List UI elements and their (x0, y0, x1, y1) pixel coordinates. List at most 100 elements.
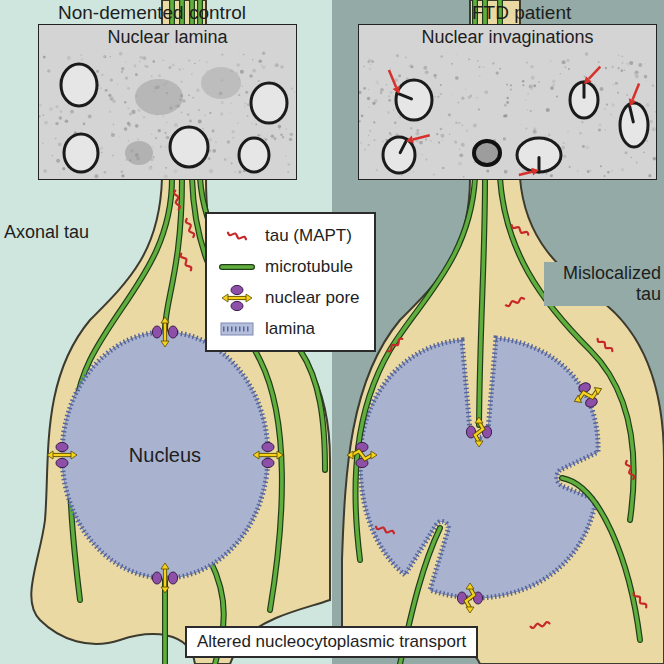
tissue-speckle (556, 96, 558, 98)
tissue-speckle (105, 89, 108, 92)
tissue-speckle (187, 113, 190, 116)
tissue-speckle (42, 142, 43, 143)
tissue-speckle (88, 114, 92, 118)
tissue-speckle (143, 56, 147, 60)
tissue-speckle (655, 111, 656, 112)
tissue-speckle (117, 84, 118, 85)
arrow-head (246, 294, 252, 302)
tissue-speckle (459, 153, 463, 157)
nuclear-pore (222, 285, 252, 310)
tissue-speckle (550, 174, 553, 177)
tissue-speckle (162, 115, 164, 117)
tissue-speckle (615, 82, 618, 85)
tissue-speckle (368, 135, 369, 136)
tissue-speckle (274, 137, 277, 140)
tissue-speckle (198, 120, 202, 124)
tissue-blob (125, 141, 153, 165)
tissue-speckle (166, 122, 168, 124)
tissue-speckle (618, 55, 619, 56)
nucleus-ring (570, 82, 598, 118)
tissue-speckle (244, 106, 246, 108)
tissue-speckle (565, 66, 567, 68)
tissue-speckle (386, 84, 387, 85)
nuclear-pore (253, 442, 283, 467)
transport-arrow-outline (258, 453, 278, 457)
tissue-speckle (60, 173, 61, 174)
tissue-speckle (483, 66, 485, 68)
tissue-speckle (290, 133, 293, 136)
arrow-head (253, 451, 259, 459)
tissue-speckle (650, 120, 653, 123)
tissue-speckle (382, 140, 384, 142)
nuclear-pore (457, 583, 482, 613)
pore-complex (152, 326, 161, 338)
tissue-speckle (236, 63, 239, 66)
tissue-speckle (533, 84, 536, 87)
transport-arrow (466, 588, 474, 608)
neuron-soma (31, 0, 330, 664)
tissue-speckle (455, 121, 458, 124)
tissue-speckle (607, 171, 610, 174)
tissue-speckle (81, 54, 82, 55)
transport-arrow (52, 454, 72, 456)
tissue-speckle (231, 103, 232, 104)
tissue-speckle (598, 61, 600, 63)
tissue-speckle (413, 171, 414, 172)
tissue-speckle (486, 170, 489, 173)
tissue-speckle (422, 154, 423, 155)
pore-complex (168, 326, 177, 338)
tissue-speckle (372, 102, 375, 105)
tissue-speckle (138, 109, 141, 112)
tissue-speckle (152, 60, 155, 63)
tau-protein (387, 338, 404, 353)
tissue-speckle (527, 93, 529, 95)
tau-label: Axonal tau (4, 222, 89, 243)
tissue-speckle (410, 127, 412, 129)
microtubule (562, 478, 640, 640)
tissue-speckle (121, 164, 122, 165)
pointer-head (531, 168, 539, 176)
tissue-speckle (101, 152, 103, 154)
tissue-speckle (646, 103, 650, 107)
tissue-speckle (279, 128, 281, 130)
arrow-head (71, 451, 77, 459)
tissue-speckle (624, 70, 625, 71)
tissue-speckle (396, 54, 399, 57)
nucleus: Nucleus (60, 330, 270, 580)
tissue-speckle (259, 134, 261, 136)
tissue-speckle (262, 65, 266, 69)
tissue-speckle (484, 90, 488, 94)
panel-heading-holder: Non-demented control (58, 2, 246, 24)
tissue-speckle (361, 115, 364, 118)
transport-arrow (164, 568, 166, 588)
tissue-speckle (100, 87, 102, 89)
tissue-speckle (466, 129, 469, 132)
arrow-head (161, 341, 169, 347)
tissue-speckle (194, 63, 196, 65)
pointer-head (406, 136, 414, 144)
tissue-speckle (440, 84, 442, 86)
tissue-speckle (39, 103, 42, 106)
tissue-speckle (620, 69, 623, 72)
tissue-speckle (631, 157, 632, 158)
tissue-speckle (646, 80, 647, 81)
tissue-speckle (461, 143, 465, 147)
nuclear-pore (466, 417, 491, 447)
nucleus-envelope (62, 332, 268, 578)
tissue-speckle (604, 175, 606, 177)
tissue-speckle (56, 159, 60, 163)
transport-arrow-outline (52, 453, 72, 457)
micrograph (39, 25, 296, 179)
tissue-speckle (455, 76, 459, 80)
transport-arrow-outline (163, 568, 167, 588)
nucleus-ring (517, 138, 561, 172)
tissue-speckle (451, 63, 453, 65)
tissue-speckle (380, 88, 384, 92)
tissue-speckle (504, 114, 507, 117)
arrow-head (347, 451, 353, 459)
tissue-speckle (110, 78, 113, 81)
tissue-speckle (610, 114, 611, 115)
tissue-speckle (231, 162, 233, 164)
tissue-speckle (612, 66, 614, 68)
tissue-speckle (265, 138, 268, 141)
